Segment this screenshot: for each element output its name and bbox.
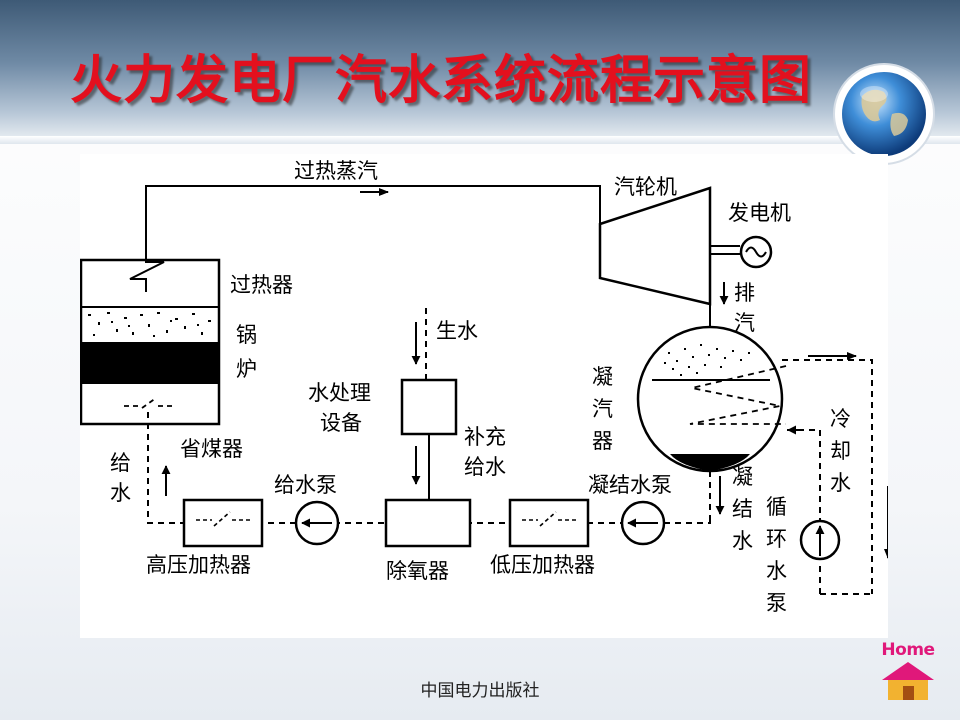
boiler-furnace [82,342,218,384]
label-feedwater-1: 给 [110,451,131,475]
label-superheater: 过热器 [230,273,293,297]
label-boiler-1: 锅 [236,323,257,347]
globe-icon [833,63,935,165]
label-circ-pump-4: 泵 [766,591,787,615]
label-makeup-2: 给水 [464,455,506,479]
superheater-coil [129,260,165,292]
steam-turbine [598,186,712,306]
label-condensate-2: 结 [732,497,753,521]
slide-title: 火力发电厂汽水系统流程示意图 [70,51,813,111]
deaerator [384,498,472,548]
label-makeup-1: 补充 [464,425,506,449]
home-button[interactable]: Home [876,640,940,702]
label-condensate-1: 凝 [732,465,753,489]
cooling-water-out [782,359,873,594]
label-cooling-1: 冷 [830,407,851,431]
boiler [80,258,221,426]
label-feedwater-2: 水 [110,481,131,505]
condensate-hotwell [670,454,750,471]
label-superheated-steam: 过热蒸汽 [294,159,378,183]
label-condenser-2: 汽 [592,397,613,421]
label-cooling-3: 水 [830,471,851,495]
label-condenser-3: 器 [592,429,613,453]
label-water-treatment-1: 水处理 [308,381,371,405]
economizer-coil [124,397,174,409]
hp-heater [182,498,264,548]
label-lp-heater: 低压加热器 [490,553,595,577]
label-cooling-2: 却 [830,439,851,463]
label-circ-pump-2: 环 [766,527,787,551]
steam-water-flow-diagram: 过热蒸汽 汽轮机 发电机 过热器 锅 炉 省煤器 给 水 生水 水处理 设备 补… [80,159,888,615]
label-condensate-pump: 凝结水泵 [588,473,672,497]
label-hp-heater: 高压加热器 [146,553,251,577]
cooling-water-in [786,429,821,524]
label-water-treatment-2: 设备 [320,411,362,435]
label-condensate-3: 水 [732,529,753,553]
label-generator: 发电机 [728,201,791,225]
superheated-steam-line [145,185,601,292]
label-turbine: 汽轮机 [614,175,677,199]
label-condenser-1: 凝 [592,365,613,389]
header-band [0,0,960,140]
diagram-panel: 过热蒸汽 汽轮机 发电机 过热器 锅 炉 省煤器 给 水 生水 水处理 设备 补… [80,154,888,638]
label-deaerator: 除氧器 [386,559,449,583]
label-raw-water: 生水 [436,319,478,343]
label-feed-pump: 给水泵 [274,473,337,497]
label-economizer: 省煤器 [180,437,243,461]
label-exhaust-2: 汽 [734,311,755,335]
label-boiler-2: 炉 [236,357,257,381]
home-label: Home [881,640,935,660]
cooling-tube-zigzag [689,365,787,425]
lp-heater [508,498,590,548]
condenser [636,325,787,473]
label-exhaust-1: 排 [734,281,755,305]
label-circ-pump-1: 循 [766,495,787,519]
header-divider [0,136,960,144]
water-treatment-unit [400,378,458,436]
label-circ-pump-3: 水 [766,559,787,583]
home-icon [882,662,934,700]
publisher-footer: 中国电力出版社 [420,681,540,701]
generator-ac-symbol [745,246,767,258]
feedwater-main-line [147,410,711,524]
boiler-steam-dots [88,312,211,337]
